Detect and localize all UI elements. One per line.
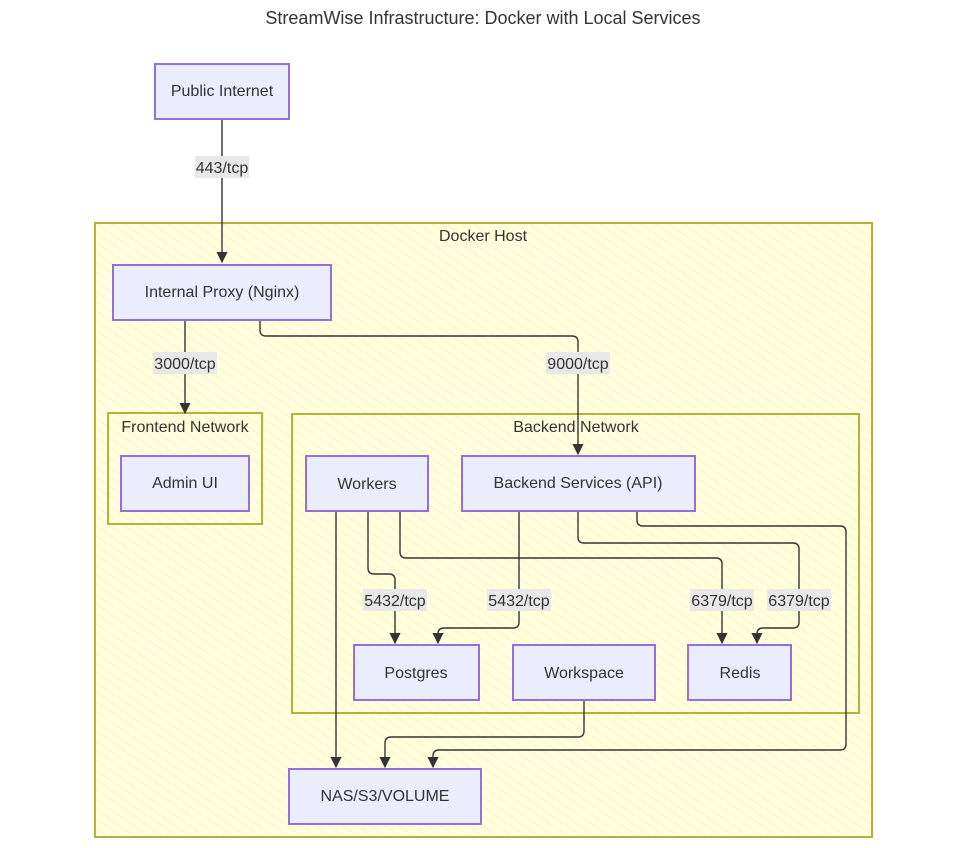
node-workspace[interactable]: Workspace	[512, 644, 656, 701]
edge-label-6379-workers: 6379/tcp	[690, 589, 754, 611]
edge-label-5432-workers-text: 5432/tcp	[364, 593, 425, 610]
edge-label-5432-backend: 5432/tcp	[487, 589, 551, 611]
edge-label-443: 443/tcp	[195, 156, 249, 178]
edge-label-9000: 9000/tcp	[546, 352, 610, 374]
node-nas-label: NAS/S3/VOLUME	[321, 788, 450, 805]
edge-workers-redis	[399, 512, 728, 645]
edge-labels: 443/tcp 3000/tcp 9000/tcp 5432/tcp 5432/…	[153, 156, 831, 611]
edge-label-5432-workers: 5432/tcp	[363, 589, 427, 611]
node-workspace-label: Workspace	[544, 665, 624, 682]
edge-label-3000: 3000/tcp	[153, 352, 217, 374]
edges	[179, 119, 847, 769]
node-public-internet[interactable]: Public Internet	[154, 63, 290, 120]
node-nas[interactable]: NAS/S3/VOLUME	[288, 768, 482, 825]
node-internal-proxy-label: Internal Proxy (Nginx)	[145, 284, 300, 301]
node-internal-proxy[interactable]: Internal Proxy (Nginx)	[112, 264, 332, 321]
node-admin-ui[interactable]: Admin UI	[120, 455, 250, 512]
node-workers-label: Workers	[337, 476, 396, 493]
node-workers[interactable]: Workers	[305, 455, 429, 512]
node-redis-label: Redis	[720, 665, 761, 682]
node-backend-services-label: Backend Services (API)	[494, 475, 663, 492]
diagram-title: StreamWise Infrastructure: Docker with L…	[265, 8, 700, 28]
cluster-docker-host-label: Docker Host	[439, 228, 528, 245]
edge-proxy-backend	[259, 321, 584, 456]
edge-label-6379-backend-text: 6379/tcp	[768, 593, 829, 610]
edge-label-443-text: 443/tcp	[196, 160, 249, 177]
edge-label-6379-workers-text: 6379/tcp	[691, 593, 752, 610]
edge-label-9000-text: 9000/tcp	[547, 356, 608, 373]
node-redis[interactable]: Redis	[687, 644, 792, 701]
edge-backend-postgres	[432, 512, 520, 645]
node-admin-ui-label: Admin UI	[152, 475, 218, 492]
edge-label-5432-backend-text: 5432/tcp	[488, 593, 549, 610]
edge-label-6379-backend: 6379/tcp	[767, 589, 831, 611]
node-public-internet-label: Public Internet	[171, 83, 274, 100]
edge-workspace-nas	[379, 701, 585, 769]
node-postgres[interactable]: Postgres	[353, 644, 480, 701]
cluster-backend-network-label: Backend Network	[513, 419, 639, 436]
cluster-frontend-network-label: Frontend Network	[121, 419, 249, 436]
edge-backend-nas	[427, 512, 847, 769]
node-backend-services[interactable]: Backend Services (API)	[461, 455, 696, 512]
node-postgres-label: Postgres	[384, 665, 447, 682]
edge-backend-redis	[577, 512, 800, 645]
edge-label-3000-text: 3000/tcp	[154, 356, 215, 373]
edge-workers-postgres	[367, 512, 401, 645]
